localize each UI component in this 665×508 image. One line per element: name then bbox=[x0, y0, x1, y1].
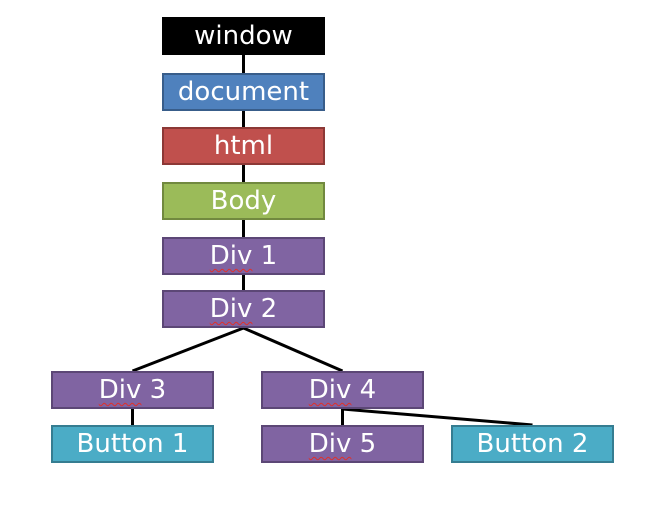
node-html-label: html bbox=[213, 131, 274, 161]
node-body: Body bbox=[162, 182, 325, 220]
node-div-5: Div 5 bbox=[261, 425, 424, 463]
node-div-1-number: 1 bbox=[260, 241, 278, 271]
node-div-5-word: Div bbox=[308, 429, 352, 459]
edge-div2-to-div3 bbox=[131, 326, 245, 373]
node-body-label: Body bbox=[210, 186, 277, 216]
node-button-2-label: Button 2 bbox=[476, 429, 589, 459]
node-div-1: Div 1 bbox=[162, 237, 325, 275]
node-div-1-word: Div bbox=[209, 241, 253, 271]
node-button-2: Button 2 bbox=[451, 425, 614, 463]
node-window: window bbox=[162, 17, 325, 55]
node-div-5-number: 5 bbox=[359, 429, 377, 459]
node-document-label: document bbox=[177, 77, 310, 107]
node-div-4-number: 4 bbox=[359, 375, 377, 405]
node-window-label: window bbox=[194, 21, 293, 51]
node-html: html bbox=[162, 127, 325, 165]
node-div-2: Div 2 bbox=[162, 290, 325, 328]
node-document: document bbox=[162, 73, 325, 111]
edge-div2-to-div4 bbox=[242, 326, 344, 373]
node-div-3: Div 3 bbox=[51, 371, 214, 409]
node-button-1: Button 1 bbox=[51, 425, 214, 463]
node-div-2-number: 2 bbox=[260, 294, 278, 324]
node-div-4-word: Div bbox=[308, 375, 352, 405]
node-div-3-word: Div bbox=[98, 375, 142, 405]
edge-div4-to-button2 bbox=[342, 407, 533, 427]
node-div-2-word: Div bbox=[209, 294, 253, 324]
node-div-4: Div 4 bbox=[261, 371, 424, 409]
node-div-3-number: 3 bbox=[149, 375, 167, 405]
node-button-1-label: Button 1 bbox=[76, 429, 189, 459]
